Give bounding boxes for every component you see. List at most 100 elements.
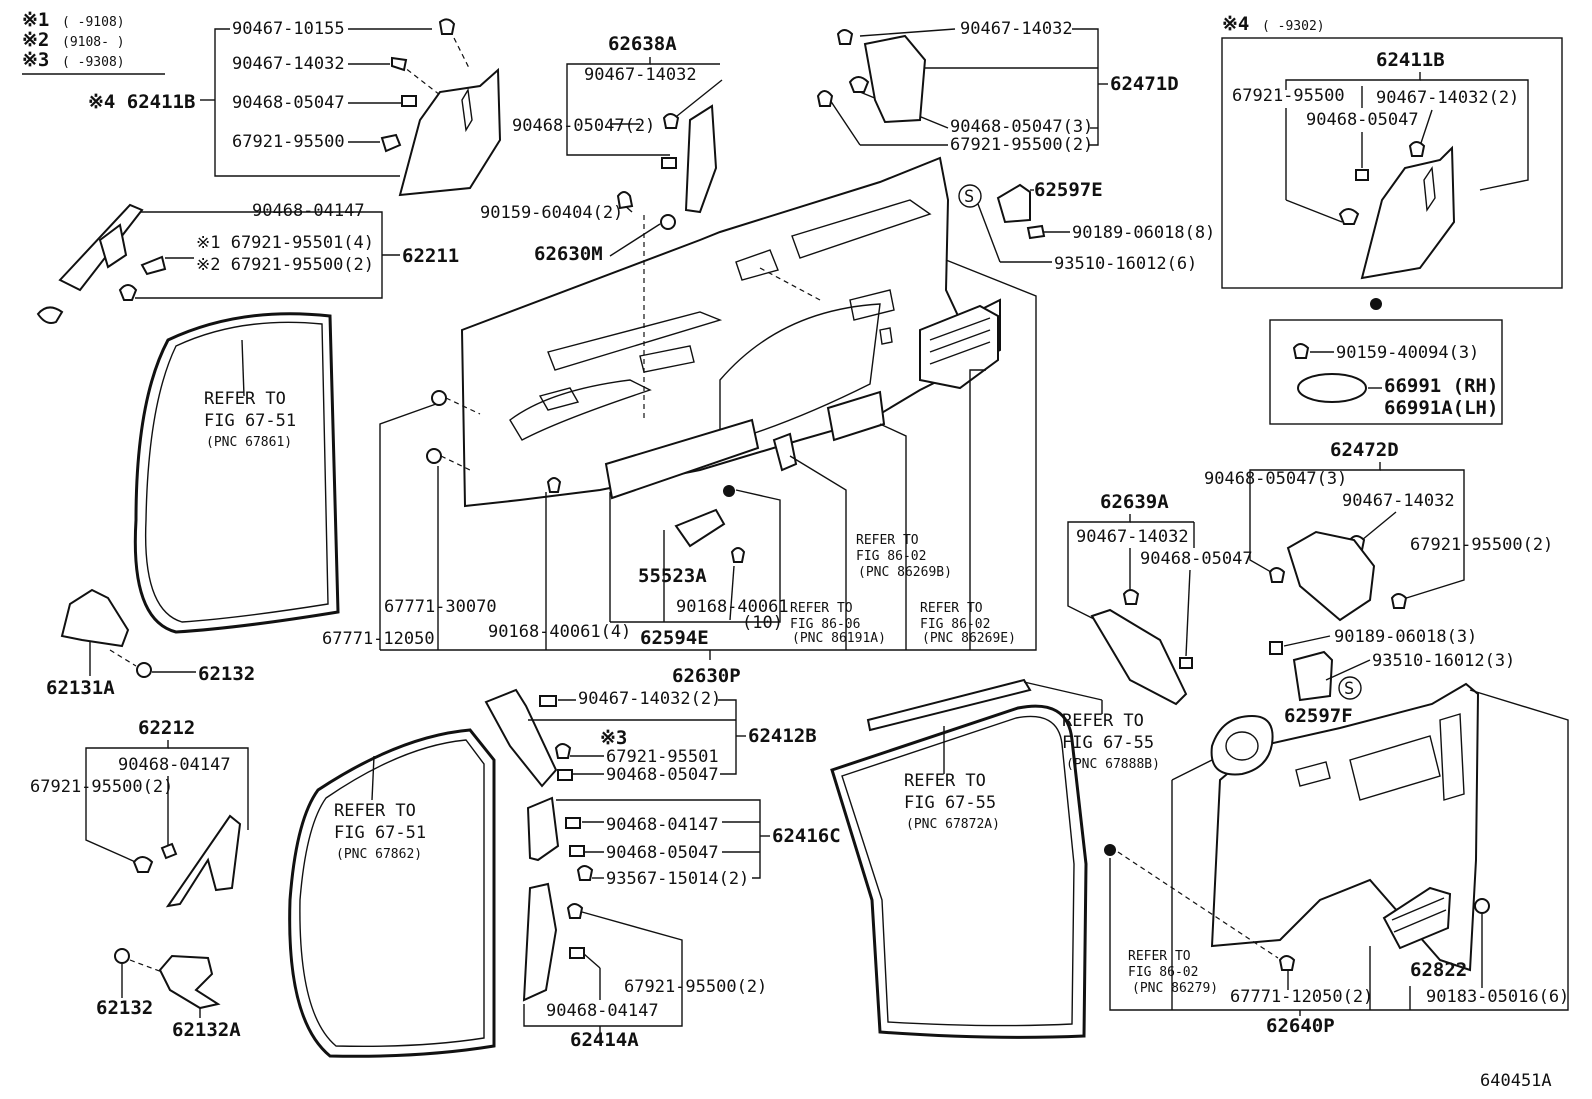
refer-text: FIG 67-55 bbox=[1062, 733, 1154, 753]
part-number-label: 90468-04147 bbox=[252, 201, 365, 221]
part-number-label: (10) bbox=[742, 613, 783, 633]
clip-icon bbox=[118, 284, 138, 301]
part-number-label: 90467-10155 bbox=[232, 19, 345, 39]
legend-range-2: (9108- ) bbox=[62, 35, 125, 50]
assembly-label: 62212 bbox=[138, 717, 195, 739]
assembly-label: 62211 bbox=[402, 245, 459, 267]
assembly-label: 66991 (RH) bbox=[1384, 375, 1498, 397]
clip-icon bbox=[1278, 955, 1296, 971]
group-62416c: 90468-04147 62416C 90468-05047 93567-150… bbox=[526, 796, 841, 889]
part-number-label: 90468-05047(2) bbox=[512, 116, 655, 136]
group-62212: 62212 90468-04147 67921-95500(2) bbox=[30, 717, 249, 908]
group-62597f: 90189-06018(3) 93510-16012(3) 62597F S bbox=[1269, 627, 1515, 727]
clip-icon bbox=[616, 191, 634, 210]
assembly-label: 62597E bbox=[1034, 179, 1103, 201]
part-number-label: 90467-14032 bbox=[960, 19, 1073, 39]
group-62639a: 62639A 90467-14032 90468-05047 bbox=[1067, 491, 1253, 706]
symbol-s-label: S bbox=[964, 187, 974, 207]
clip-icon bbox=[160, 842, 178, 860]
legend-note-3: ※3 bbox=[22, 49, 49, 71]
group-62412b: 90467-14032(2) ※3 67921-95501 90468-0504… bbox=[484, 688, 817, 788]
sub-box bbox=[1269, 319, 1503, 425]
clip-icon bbox=[1338, 208, 1360, 225]
clip-icon bbox=[554, 743, 572, 759]
group-62472d: 62472D 90468-05047(3) 90467-14032 67921-… bbox=[1204, 439, 1553, 622]
pillar-garnish bbox=[1360, 145, 1456, 280]
part-number-label: 90468-05047 bbox=[1306, 110, 1419, 130]
assembly-label: 62132 bbox=[96, 997, 153, 1019]
pillar-garnish bbox=[526, 796, 560, 862]
assembly-label: 62639A bbox=[1100, 491, 1169, 513]
part-number-label: 90168-40061 bbox=[676, 597, 789, 617]
refer-text: REFER TO bbox=[920, 601, 983, 616]
clip-icon bbox=[1122, 589, 1140, 605]
assembly-label: 62630P bbox=[672, 665, 741, 687]
legend-range-4: ( -9302) bbox=[1262, 19, 1325, 34]
cup-holder bbox=[1297, 373, 1367, 403]
refer-text: FIG 86-02 bbox=[856, 549, 926, 564]
trim-strip bbox=[165, 814, 242, 908]
refer-text: (PNC 67862) bbox=[336, 847, 422, 862]
legend-range-3: ( -9308) bbox=[62, 55, 125, 70]
part-number-label: 67771-12050(2) bbox=[1230, 987, 1373, 1007]
clip-icon bbox=[36, 306, 64, 324]
clip-icon bbox=[1179, 657, 1193, 669]
group-62131a: 62131A 62132 bbox=[46, 588, 255, 699]
refer-text: (PNC 67872A) bbox=[906, 817, 1000, 832]
pillar-garnish bbox=[398, 67, 502, 197]
legend-note-2: ※2 bbox=[22, 29, 49, 51]
group-62411b-left: 90467-10155 90467-14032 90468-05047 6792… bbox=[88, 18, 502, 197]
refer-text: FIG 86-02 bbox=[920, 617, 990, 632]
refer-text: FIG 67-55 bbox=[904, 793, 996, 813]
part-number-label: 90189-06018(3) bbox=[1334, 627, 1477, 647]
group-62630p: REFER TO FIG 67-51 (PNC 67861) 67771-300… bbox=[133, 156, 1037, 687]
screw-icon bbox=[1408, 141, 1426, 157]
bracket-part bbox=[1292, 650, 1334, 702]
assembly-label: 62638A bbox=[608, 33, 677, 55]
clip-icon bbox=[1355, 169, 1369, 181]
part-number-label: 90468-05047 bbox=[606, 765, 719, 785]
assembly-label: 62132 bbox=[198, 663, 255, 685]
part-number-label: 90468-05047 bbox=[606, 843, 719, 863]
refer-text: FIG 86-02 bbox=[1128, 965, 1198, 980]
clip-icon bbox=[566, 903, 584, 919]
assembly-label: 62471D bbox=[1110, 73, 1179, 95]
assembly-label: 55523A bbox=[638, 565, 707, 587]
legend-range-1: ( -9108) bbox=[62, 15, 125, 30]
refer-text: (PNC 86269E) bbox=[922, 631, 1016, 646]
assembly-label: 62412B bbox=[748, 725, 817, 747]
group-66991: 90159-40094(3) 66991 (RH) 66991A(LH) bbox=[1269, 298, 1503, 425]
reference-dot-icon bbox=[1370, 298, 1382, 310]
assembly-label: 62594E bbox=[640, 627, 709, 649]
pillar-garnish bbox=[484, 688, 558, 788]
part-number-label: 90468-04147 bbox=[118, 755, 231, 775]
screw-icon bbox=[576, 865, 594, 881]
refer-text: REFER TO bbox=[790, 601, 853, 616]
clip-icon bbox=[380, 133, 402, 153]
assembly-label: 62411B bbox=[1376, 49, 1445, 71]
trim-cover bbox=[863, 34, 927, 124]
part-number-label: 67921-95500(2) bbox=[1410, 535, 1553, 555]
part-number-label: 90468-04147 bbox=[546, 1001, 659, 1021]
trim-piece bbox=[60, 588, 130, 648]
part-number-label: 90159-60404(2) bbox=[480, 203, 623, 223]
clip-icon bbox=[1026, 224, 1046, 240]
assembly-label: 62416C bbox=[772, 825, 841, 847]
diagram-code: 640451A bbox=[1480, 1071, 1552, 1091]
assembly-label: 62414A bbox=[570, 1029, 639, 1051]
part-number-label: 90467-14032(2) bbox=[578, 689, 721, 709]
part-number-label: 90467-14032 bbox=[1342, 491, 1455, 511]
clip-icon bbox=[661, 157, 677, 169]
trim-cover bbox=[1286, 530, 1376, 622]
clip-icon bbox=[426, 448, 442, 464]
refer-text: FIG 86-06 bbox=[790, 617, 860, 632]
group-67862: REFER TO FIG 67-51 (PNC 67862) bbox=[288, 728, 496, 1058]
clip-icon bbox=[132, 856, 154, 873]
part-number-label: 90168-40061(4) bbox=[488, 622, 631, 642]
trim-piece bbox=[158, 954, 221, 1010]
part-number-label: 90468-05047(3) bbox=[950, 117, 1093, 137]
clip-icon bbox=[1269, 641, 1283, 655]
refer-text: (PNC 67861) bbox=[206, 435, 292, 450]
part-number-label: 67921-95500(2) bbox=[30, 777, 173, 797]
